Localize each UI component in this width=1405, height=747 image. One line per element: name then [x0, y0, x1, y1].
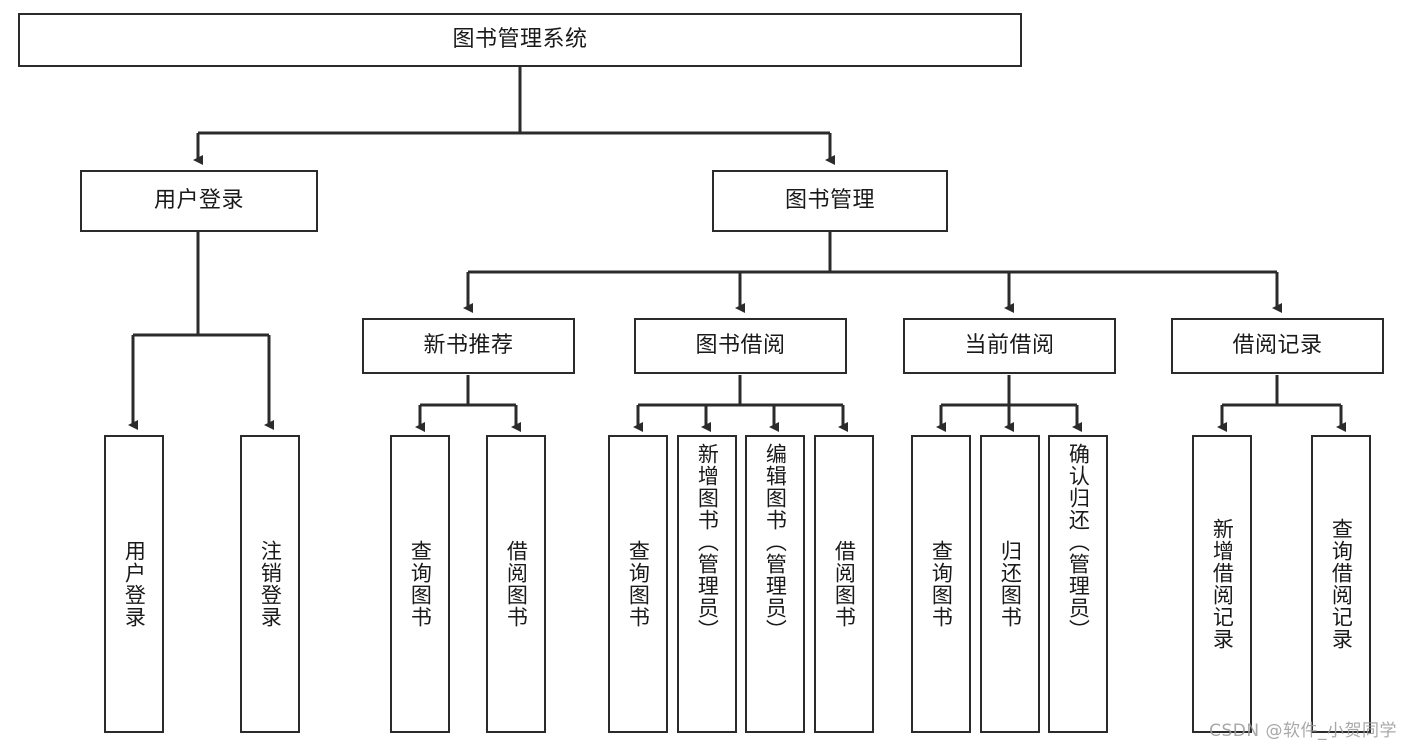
current-borrow-connectors [936, 375, 1082, 432]
node-current-borrow[interactable]: 当前借阅 [903, 318, 1116, 374]
new-book-recommend-connectors [415, 375, 521, 432]
node-leaf-edit-book[interactable]: 编辑图书（管理员） [745, 435, 805, 733]
node-leaf-add-book[interactable]: 新增图书（管理员） [677, 435, 737, 733]
node-leaf-borrow-book[interactable]: 借阅图书 [814, 435, 874, 733]
node-label: 用户登录 [122, 540, 147, 628]
node-label: 查询图书 [626, 540, 651, 628]
node-label: 查询图书 [929, 540, 954, 628]
node-user-login[interactable]: 用户登录 [80, 170, 318, 232]
node-book-borrow[interactable]: 图书借阅 [634, 318, 847, 374]
node-borrow-record[interactable]: 借阅记录 [1171, 318, 1384, 374]
book-manage-connectors [463, 232, 1282, 313]
node-label: 编辑图书（管理员） [763, 443, 788, 641]
node-label: 用户登录 [153, 187, 244, 213]
node-label: 注销登录 [258, 540, 283, 628]
node-leaf-return-book[interactable]: 归还图书 [980, 435, 1040, 733]
book-borrow-connectors [633, 375, 848, 432]
node-leaf-confirm-return[interactable]: 确认归还（管理员） [1048, 435, 1108, 733]
node-label: 新书推荐 [423, 332, 514, 358]
node-leaf-query-borrow-record[interactable]: 查询借阅记录 [1311, 435, 1371, 733]
node-label: 查询借阅记录 [1329, 518, 1354, 650]
node-label: 图书管理 [784, 187, 875, 213]
node-book-manage[interactable]: 图书管理 [712, 170, 948, 232]
borrow-record-connectors [1217, 375, 1346, 432]
node-leaf-user-login[interactable]: 用户登录 [104, 435, 164, 733]
root-connectors [193, 67, 835, 165]
node-leaf-borrow-book-recommend[interactable]: 借阅图书 [486, 435, 546, 733]
node-label: 新增借阅记录 [1210, 518, 1235, 650]
node-label: 确认归还（管理员） [1066, 443, 1091, 641]
node-leaf-query-book-recommend[interactable]: 查询图书 [390, 435, 450, 733]
node-label: 新增图书（管理员） [695, 443, 720, 641]
node-leaf-logout-login[interactable]: 注销登录 [240, 435, 300, 733]
user-login-connectors [128, 232, 274, 430]
node-label: 图书借阅 [695, 332, 786, 358]
node-leaf-add-borrow-record[interactable]: 新增借阅记录 [1192, 435, 1252, 733]
node-label: 查询图书 [408, 540, 433, 628]
node-new-book-recommend[interactable]: 新书推荐 [362, 318, 575, 374]
node-leaf-query-book-borrow[interactable]: 查询图书 [608, 435, 668, 733]
node-leaf-query-book-current[interactable]: 查询图书 [911, 435, 971, 733]
node-label: 借阅图书 [832, 540, 857, 628]
node-label: 归还图书 [998, 540, 1023, 628]
node-book-management-system[interactable]: 图书管理系统 [18, 13, 1022, 67]
node-label: 图书管理系统 [452, 26, 588, 52]
node-label: 当前借阅 [964, 332, 1055, 358]
node-label: 借阅图书 [504, 540, 529, 628]
node-label: 借阅记录 [1232, 332, 1323, 358]
